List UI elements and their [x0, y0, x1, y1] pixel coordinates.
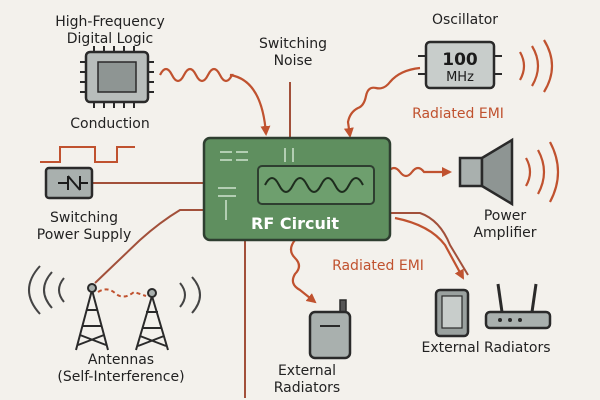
label-sps-line1: Switching [50, 210, 118, 226]
antenna-tower-icon [75, 283, 169, 351]
label-digital-logic: High-Frequency Digital Logic [30, 14, 190, 48]
label-power-amplifier: Power Amplifier [455, 208, 555, 242]
rf-circuit-box [202, 136, 392, 242]
label-switching-noise-line2: Noise [273, 53, 313, 69]
antenna-coupling [97, 288, 147, 298]
radiated-emi-arrow-oscillator [343, 66, 421, 138]
label-external-radiators-left: External Radiators [262, 363, 352, 397]
label-digital-logic-line2: Digital Logic [66, 31, 154, 47]
label-antennas-line1: Antennas [87, 352, 155, 368]
square-wave [40, 146, 135, 163]
oscillator-frequency-value: 100 [442, 50, 478, 70]
radiated-emi-arrow-amplifier [387, 166, 452, 178]
label-switching-noise: Switching Noise [238, 36, 348, 70]
label-pa-line2: Amplifier [473, 225, 537, 241]
connector-lines [92, 82, 469, 398]
label-switching-noise-line1: Switching [259, 36, 327, 52]
label-digital-logic-line1: High-Frequency [55, 14, 165, 30]
chip-icon [80, 46, 154, 108]
antenna-waves [28, 265, 201, 315]
rf-circuit-label: RF Circuit [251, 214, 339, 233]
label-ext-left-line1: External [277, 363, 337, 379]
conduction-wave [159, 67, 271, 136]
label-conduction: Conduction [70, 116, 150, 132]
label-antennas: Antennas (Self-Interference) [36, 352, 206, 386]
label-switching-power-supply: Switching Power Supply [14, 210, 154, 244]
label-ext-left-line2: Radiators [273, 380, 341, 396]
radiated-emi-arrow-router [394, 216, 464, 280]
walkie-talkie-icon [308, 299, 352, 360]
phone-icon [434, 288, 470, 338]
label-antennas-line2: (Self-Interference) [57, 369, 185, 385]
label-pa-line1: Power [483, 208, 527, 224]
speaker-waves [525, 141, 560, 203]
power-supply-icon [44, 166, 94, 200]
oscillator-frequency: 100 MHz [428, 50, 492, 85]
oscillator-waves [519, 39, 554, 93]
speaker-icon [458, 137, 514, 207]
label-sps-line2: Power Supply [36, 227, 132, 243]
label-radiated-emi-top: Radiated EMI [412, 106, 504, 122]
label-external-radiators-right: External Radiators [421, 340, 551, 356]
router-icon [484, 283, 552, 330]
oscillator-icon [418, 40, 502, 90]
label-radiated-emi-bottom: Radiated EMI [332, 258, 424, 274]
label-oscillator: Oscillator [431, 12, 499, 28]
radiated-emi-arrow-walkie [289, 239, 317, 304]
oscillator-frequency-unit: MHz [446, 70, 474, 85]
